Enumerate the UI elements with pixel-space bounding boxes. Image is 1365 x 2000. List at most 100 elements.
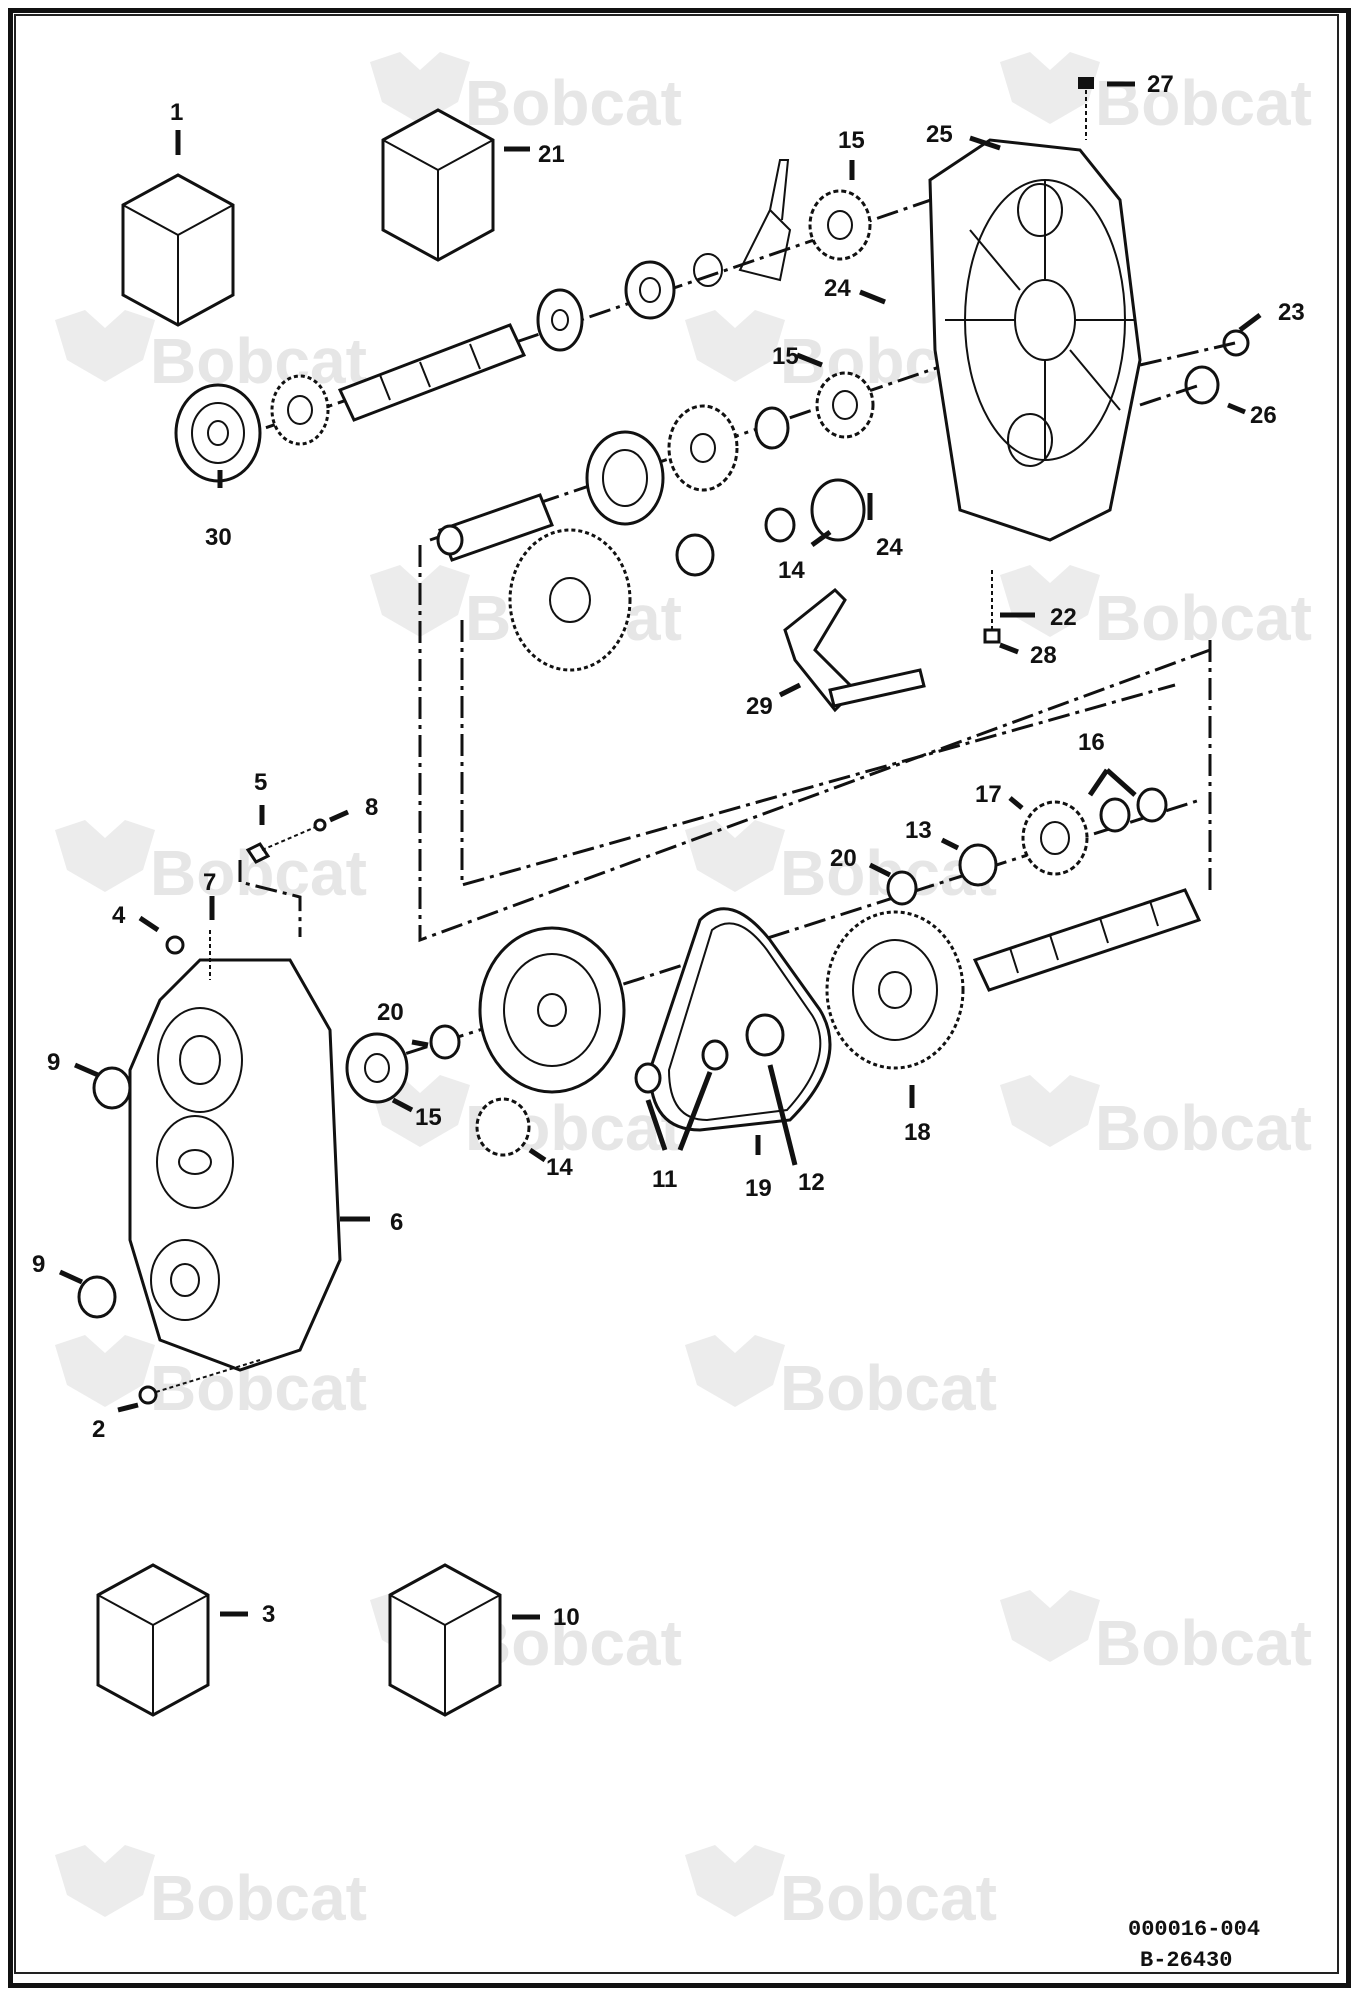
- shift-fork-29: [783, 587, 926, 713]
- callout-8: 8: [365, 794, 378, 821]
- gear-17: [1021, 800, 1089, 876]
- large-gear: [508, 528, 632, 672]
- housing-right: [928, 138, 1142, 542]
- callout-11: 11: [652, 1166, 677, 1193]
- callout-1: 1: [170, 99, 183, 126]
- washer-20-right: [886, 870, 918, 906]
- drawing-ref-code: B-26430: [1140, 1948, 1232, 1973]
- callout-4: 4: [112, 902, 126, 929]
- breather-5-7-8: [165, 818, 327, 980]
- synchro-ring: [624, 260, 676, 320]
- watermark-text: Bobcat: [150, 1862, 367, 1934]
- watermark-logo: Bobcat: [685, 820, 997, 909]
- callout-14: 14: [546, 1154, 573, 1181]
- bobcat-logo-icon: [685, 310, 785, 382]
- callout-17: 17: [975, 781, 1002, 808]
- seal-26: [1184, 365, 1220, 405]
- bobcat-logo-icon: [685, 1845, 785, 1917]
- callout-18: 18: [904, 1119, 931, 1146]
- bobcat-logo-icon: [1000, 52, 1100, 124]
- shift-fork-upper: [738, 159, 792, 282]
- watermark-logo: Bobcat: [685, 1335, 997, 1424]
- watermark-logo: Bobcat: [685, 1845, 997, 1934]
- bobcat-logo-icon: [55, 310, 155, 382]
- watermark-logo: Bobcat: [1000, 1075, 1312, 1164]
- callout-6: 6: [390, 1209, 403, 1236]
- bobcat-logo-icon: [1000, 1590, 1100, 1662]
- callout-15: 15: [838, 127, 865, 154]
- bearing-15-lower: [345, 1032, 409, 1104]
- callout-26: 26: [1250, 402, 1277, 429]
- bobcat-logo-icon: [685, 1335, 785, 1407]
- callout-20: 20: [377, 999, 404, 1026]
- kit-box-1: [121, 173, 235, 327]
- callout-14: 14: [778, 557, 805, 584]
- input-shaft: [436, 493, 554, 562]
- bearing-15-upper: [808, 189, 872, 261]
- bearing-15-mid: [815, 371, 875, 439]
- callout-24: 24: [876, 534, 903, 561]
- bobcat-logo-icon: [1000, 565, 1100, 637]
- sprocket-18: [825, 910, 965, 1070]
- bobcat-logo-icon: [55, 820, 155, 892]
- kit-box-21: [381, 108, 495, 262]
- watermark-group: Bobcat Bobcat Bobcat Bobcat Bobcat Bobca…: [55, 52, 1312, 1934]
- callout-15: 15: [772, 343, 799, 370]
- ring-13: [958, 843, 998, 887]
- bolt-2: [138, 1359, 261, 1405]
- watermark-logo: Bobcat: [1000, 565, 1312, 654]
- watermark-text: Bobcat: [1095, 1607, 1312, 1679]
- kit-box-10: [388, 1563, 502, 1717]
- seal-9-lower: [77, 1275, 117, 1319]
- bolt-22-28: [983, 570, 1001, 644]
- kit-box-3: [96, 1563, 210, 1717]
- callout-15: 15: [415, 1104, 442, 1131]
- watermark-logo: Bobcat: [55, 310, 367, 397]
- callout-20: 20: [830, 845, 857, 872]
- watermark-text: Bobcat: [1095, 1092, 1312, 1164]
- sprocket-12: [745, 1013, 785, 1057]
- drum-gear: [585, 430, 665, 526]
- seal-9-upper: [92, 1066, 132, 1110]
- callout-13: 13: [905, 817, 932, 844]
- callout-19: 19: [745, 1175, 772, 1202]
- watermark-text: Bobcat: [465, 67, 682, 139]
- callout-28: 28: [1030, 642, 1057, 669]
- bobcat-logo-icon: [55, 1335, 155, 1407]
- watermark-logo: Bobcat: [1000, 1590, 1312, 1679]
- washer-20-left: [429, 1024, 461, 1060]
- watermark-text: Bobcat: [150, 325, 367, 397]
- callout-25: 25: [926, 121, 953, 148]
- drawing-ref-number: 000016-004: [1128, 1917, 1260, 1942]
- watermark-text: Bobcat: [780, 1352, 997, 1424]
- callout-9: 9: [32, 1251, 45, 1278]
- bobcat-logo-icon: [685, 820, 785, 892]
- callout-24: 24: [824, 275, 851, 302]
- watermark-logo: Bobcat: [55, 1335, 367, 1424]
- callout-7: 7: [203, 869, 216, 896]
- circlip-upper: [693, 253, 723, 287]
- spacer-mid: [754, 406, 790, 450]
- washer-11: [634, 1039, 729, 1094]
- callout-2: 2: [92, 1416, 105, 1443]
- watermark-logo: Bobcat: [370, 52, 682, 139]
- callout-12: 12: [798, 1169, 825, 1196]
- drawing-border: [14, 14, 1339, 1974]
- callout-27: 27: [1147, 71, 1174, 98]
- watermark-logo: Bobcat: [55, 1845, 367, 1934]
- lower-shaft-assembly: [345, 787, 1202, 1157]
- upper-shaft-assembly: [174, 159, 961, 483]
- chain-19: [648, 907, 832, 1132]
- gear-mid: [667, 404, 739, 492]
- watermark-text: Bobcat: [1095, 67, 1312, 139]
- watermark-text: Bobcat: [780, 1862, 997, 1934]
- bearing-30: [174, 383, 262, 483]
- sensor-27: [1078, 77, 1094, 140]
- callout-29: 29: [746, 693, 773, 720]
- washer-16: [1099, 787, 1168, 833]
- callout-22: 22: [1050, 604, 1077, 631]
- bobcat-logo-icon: [1000, 1075, 1100, 1147]
- bearing-14-lower: [475, 1097, 531, 1157]
- callout-9: 9: [47, 1049, 60, 1076]
